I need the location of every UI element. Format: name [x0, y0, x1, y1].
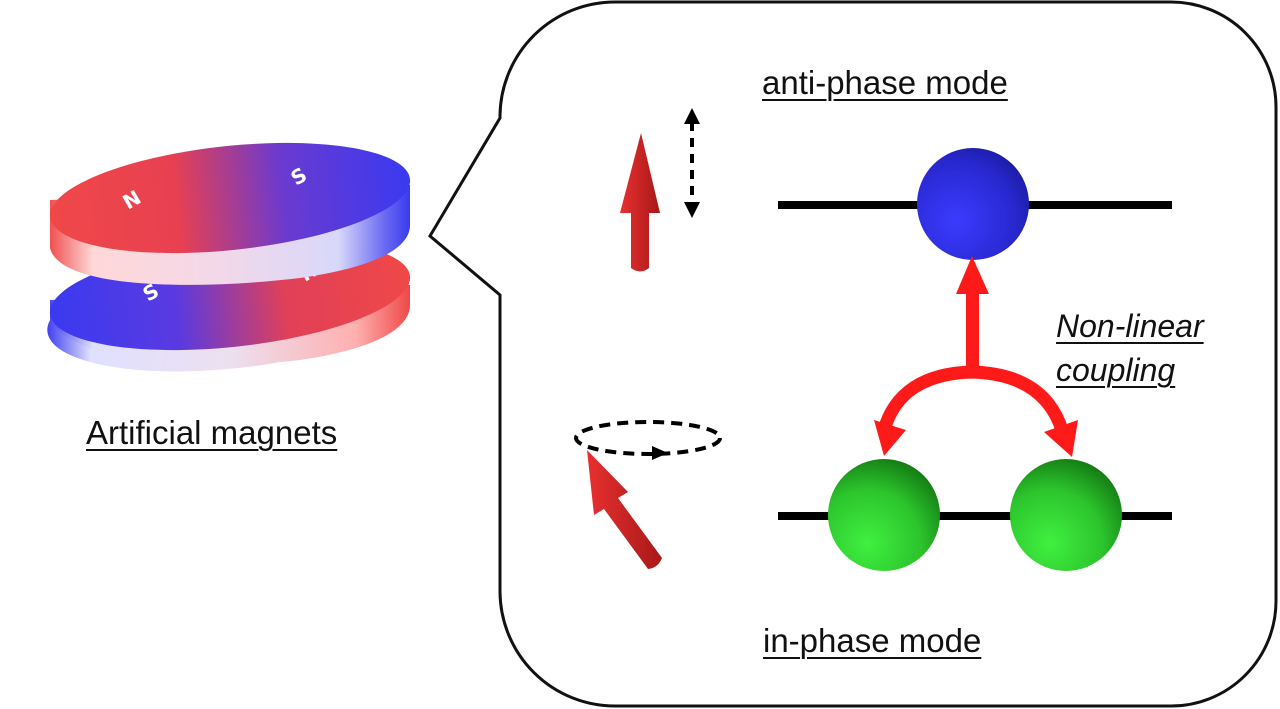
spin-arrow-tilted-icon: [587, 450, 662, 569]
spin-arrow-up-icon: [620, 133, 660, 272]
anti-phase-ball: [917, 148, 1029, 260]
nonlinear-coupling-arrow-icon: [874, 256, 1078, 457]
coupling-label-line1: Non-linear: [1056, 308, 1204, 344]
callout-bubble: [428, 0, 1278, 708]
in-phase-ball-left: [828, 459, 940, 571]
magnet-stack: S N N S: [47, 142, 411, 372]
anti-phase-mode-label: anti-phase mode: [762, 64, 1008, 101]
coupling-label-line2: coupling: [1056, 352, 1176, 388]
nonlinear-coupling-label: Non-linear coupling: [1056, 304, 1204, 392]
in-phase-ball-right: [1010, 459, 1122, 571]
artificial-magnets-label: Artificial magnets: [86, 414, 338, 451]
top-magnet-disc: N S: [49, 142, 411, 285]
in-phase-mode-label: in-phase mode: [763, 622, 982, 659]
vertical-oscillation-arrow-icon: [684, 108, 700, 218]
precession-orbit-icon: [574, 420, 722, 460]
